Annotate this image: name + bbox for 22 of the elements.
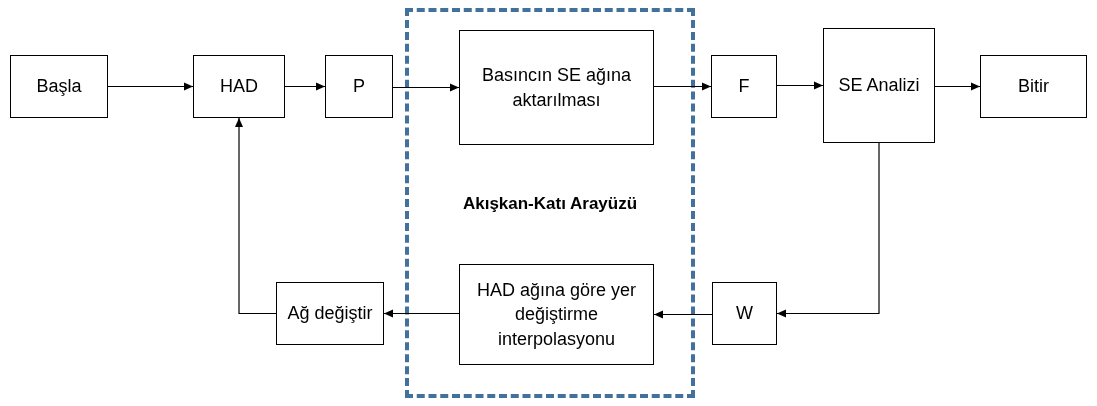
arrow [776, 142, 880, 318]
arrow [392, 83, 460, 92]
process-box: W [712, 282, 777, 345]
arrow [653, 310, 713, 319]
arrow [107, 82, 194, 91]
group-heading: Akışkan-Katı Arayüzü [461, 194, 639, 214]
process-box: Bitir [980, 55, 1087, 118]
process-box: F [711, 55, 777, 118]
dashed-group-box [405, 8, 695, 398]
process-box: SE Analizi [823, 28, 935, 143]
process-box: HAD ağına göre yer değiştirme interpolasyonu [459, 264, 654, 365]
process-box: P [325, 55, 393, 118]
arrow [653, 82, 712, 91]
arrow [235, 117, 277, 315]
process-box: Basıncın SE ağına aktarılması [459, 30, 654, 145]
arrow [776, 81, 824, 90]
arrow [383, 309, 460, 318]
process-box: Ağ değiştir [276, 282, 384, 345]
process-box: HAD [193, 55, 285, 118]
process-box: Başla [10, 55, 108, 118]
arrow [284, 82, 326, 91]
arrow [934, 82, 981, 91]
